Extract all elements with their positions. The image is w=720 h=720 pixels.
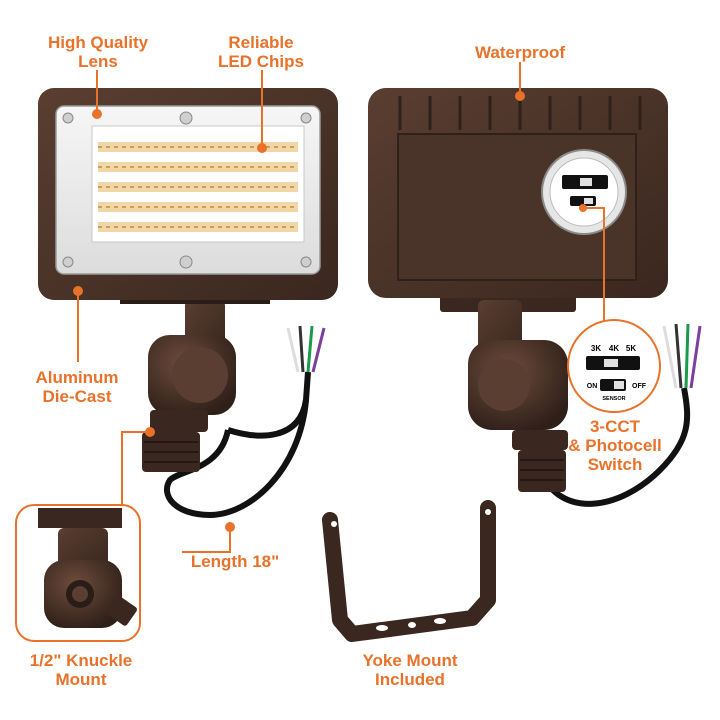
- lens: [55, 105, 321, 275]
- sensor-label: SENSOR: [602, 396, 625, 402]
- callout-dots: [73, 91, 587, 532]
- yoke-mount: [322, 500, 496, 642]
- callout-waterproof: Waterproof: [474, 43, 566, 62]
- led-chip-rows: [98, 142, 298, 232]
- wire-bundle-right: [537, 323, 702, 507]
- knuckle-inset: [15, 504, 141, 642]
- cct-label-3k: 3K: [591, 344, 601, 353]
- switch-closeup: 3K 4K 5K ON OFF SENSOR: [567, 319, 661, 413]
- callout-lens: High Quality Lens: [47, 33, 149, 71]
- callout-die-cast: Aluminum Die-Cast: [35, 368, 119, 406]
- housing-switch-port: [541, 149, 627, 235]
- cct-label-5k: 5K: [626, 344, 636, 353]
- front-fixture: [38, 88, 338, 519]
- callout-switch: 3-CCT & Photocell Switch: [568, 417, 662, 474]
- callout-led-chips: Reliable LED Chips: [218, 33, 304, 71]
- callout-knuckle-mount: 1/2" Knuckle Mount: [29, 651, 133, 689]
- callout-yoke-mount: Yoke Mount Included: [362, 651, 458, 689]
- callout-length: Length 18": [190, 552, 280, 571]
- sensor-on-label: ON: [587, 383, 598, 390]
- sensor-off-label: OFF: [632, 383, 647, 390]
- callout-lines: [77, 62, 605, 553]
- cct-label-4k: 4K: [609, 344, 619, 353]
